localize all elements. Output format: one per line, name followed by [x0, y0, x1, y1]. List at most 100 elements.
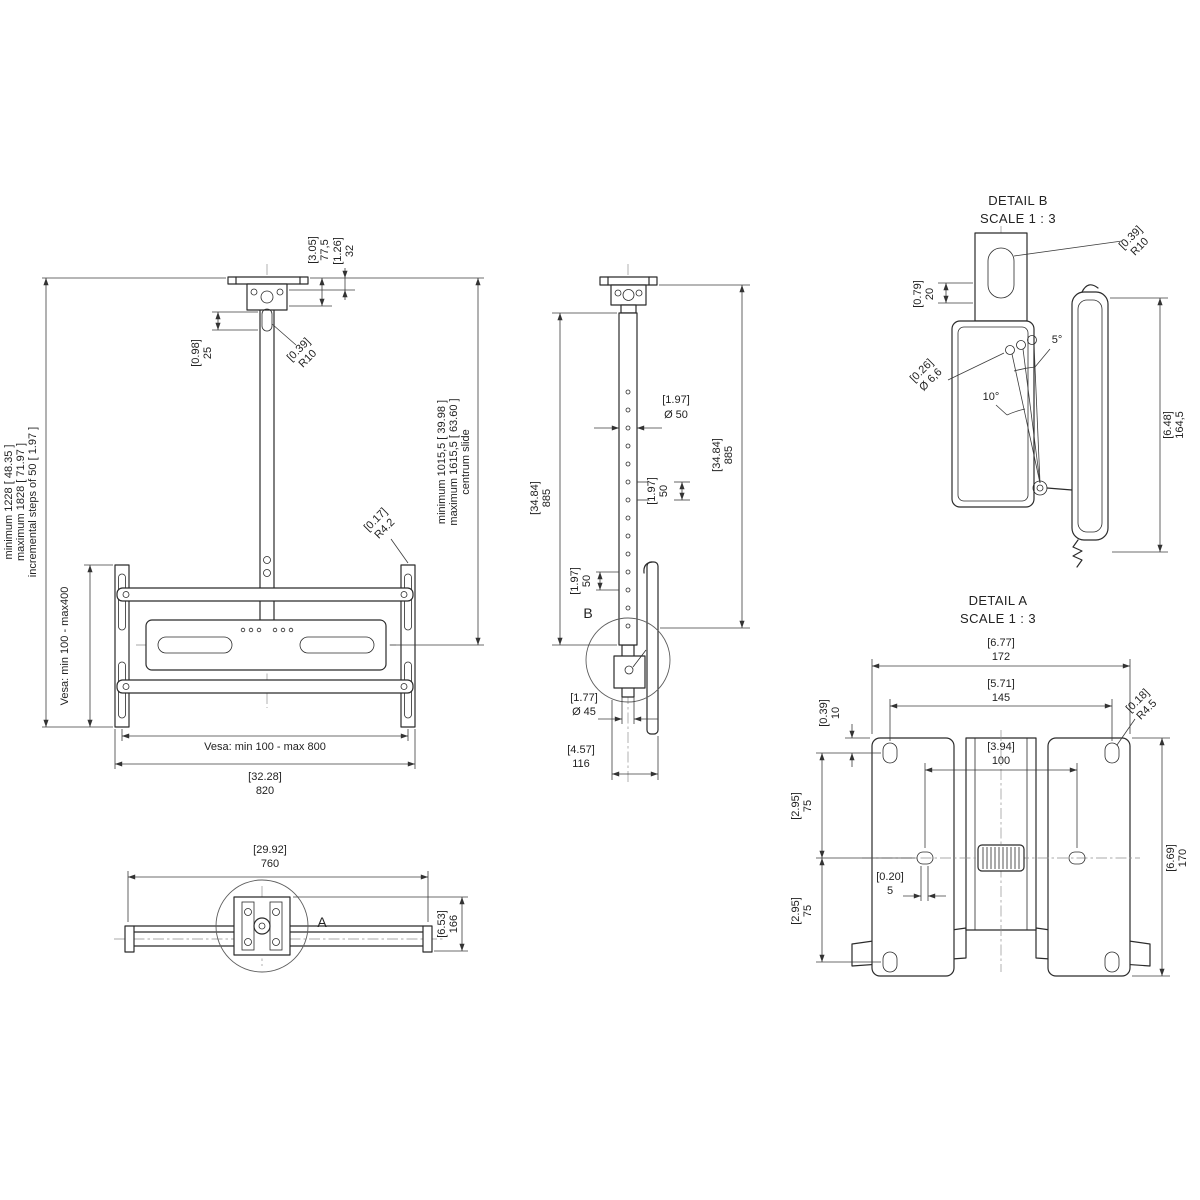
- adapter-plate-left: [871, 737, 955, 977]
- detail-a-callout-circle: [215, 879, 309, 973]
- rail-end-left: [124, 925, 135, 953]
- detail-a-5-mm: 5: [887, 885, 893, 897]
- dim-885-right-inch: [34.84]: [711, 438, 723, 472]
- note-centrum-slide: centrum slide: [460, 429, 472, 494]
- note-steps: incremental steps of 50 [ 1.97 ]: [27, 427, 39, 577]
- detail-b-title: DETAIL B: [988, 193, 1048, 208]
- dim-166-mm: 166: [448, 915, 460, 933]
- ceiling-coupler: [246, 283, 288, 311]
- dim-885-left-mm: 885: [541, 489, 553, 507]
- detail-b-1645-inch: [6.48]: [1162, 411, 1174, 439]
- detail-b-callout-circle: [585, 617, 671, 703]
- detail-a-scale: SCALE 1 : 3: [960, 611, 1036, 626]
- dim-d50-mm: Ø 50: [664, 409, 688, 421]
- slot-top-left: [882, 742, 898, 764]
- detail-b-slot: [987, 247, 1015, 299]
- rail-end-right: [422, 925, 433, 953]
- dim-820-mm: 820: [256, 785, 274, 797]
- detail-a-172-mm: 172: [992, 651, 1010, 663]
- dim-pitch-lower-inch: [1.97]: [569, 567, 581, 595]
- detail-a-5-inch: [0.20]: [876, 871, 904, 883]
- top-view: [114, 879, 444, 973]
- detail-a-145-inch: [5.71]: [987, 678, 1015, 690]
- detail-b-angle-10: 10°: [983, 391, 1000, 403]
- detail-a-marker: A: [317, 914, 327, 930]
- dim-drop-mm: 77,5: [319, 239, 331, 260]
- dim-offset-inch: [0.98]: [190, 339, 202, 367]
- detail-a-75-lower-inch: [2.95]: [790, 897, 802, 925]
- dim-pitch-upper-mm: 50: [658, 485, 670, 497]
- dim-166-inch: [6.53]: [436, 910, 448, 938]
- detail-b-tv-plate: [1071, 291, 1109, 541]
- detail-a-75-upper-mm: 75: [802, 800, 814, 812]
- dim-coupler-mm: 32: [344, 245, 356, 257]
- top-view-dimensions: [29.92] 760 A [6.53] 166: [127, 844, 468, 952]
- safety-spring: [1072, 539, 1083, 568]
- ceiling-plate: [227, 276, 309, 285]
- dim-coupler-inch: [1.26]: [332, 237, 344, 265]
- side-view: [585, 264, 671, 785]
- detail-a-170-mm: 170: [1177, 849, 1189, 867]
- tilt-bracket-side: [613, 655, 646, 689]
- slot-mid-right: [1068, 851, 1086, 865]
- detail-b-20-mm: 20: [924, 288, 936, 300]
- pole-tube: [259, 307, 275, 623]
- note-max-slide: maximum 1615,5 [ 63.60 ]: [448, 398, 460, 525]
- outer-tube: [618, 312, 638, 646]
- dim-d45-inch: [1.77]: [570, 692, 598, 704]
- detail-a-100-inch: [3.94]: [987, 741, 1015, 753]
- dim-pitch-upper-inch: [1.97]: [646, 477, 658, 505]
- detail-b-1645-mm: 164,5: [1174, 411, 1186, 439]
- dim-116-mm: 116: [572, 758, 590, 770]
- detail-a-100-mm: 100: [992, 755, 1010, 767]
- detail-b-housing: [951, 320, 1035, 508]
- detail-b-20-inch: [0.79]: [912, 280, 924, 308]
- detail-a-dimensions: [6.77] 172 [5.71] 145 [0.39] 10 [0.18] R…: [790, 637, 1189, 977]
- tilt-pivot: [1032, 480, 1048, 496]
- side-view-dimensions: [1.97] Ø 50 [34.84] 885 [34.84] 885 [1.9…: [529, 284, 750, 780]
- detail-b-dimensions: [0.39] R10 [0.79] 20 [0.26] Ø 6,6 5° 10°…: [908, 224, 1186, 553]
- slot-bottom-right: [1104, 951, 1120, 973]
- center-slide-plate: [145, 619, 387, 671]
- plate-hole-dots: [240, 627, 294, 633]
- dim-d45-mm: Ø 45: [572, 706, 596, 718]
- plate-hook: [1081, 284, 1099, 293]
- note-min-height: minimum 1228 [ 48.35 ]: [3, 445, 15, 560]
- note-max-height: maximum 1828 [ 71.97 ]: [15, 443, 27, 561]
- detail-b-marker: B: [583, 605, 592, 621]
- adapter-plate-right: [1047, 737, 1131, 977]
- tube-adjustment-holes: [625, 389, 631, 629]
- dim-116-inch: [4.57]: [567, 744, 595, 756]
- dim-offset-mm: 25: [202, 347, 214, 359]
- detail-a-10-inch: [0.39]: [818, 699, 830, 727]
- detail-a-172-inch: [6.77]: [987, 637, 1015, 649]
- slot-bottom-left: [882, 951, 898, 973]
- vesa-vertical-label: Vesa: min 100 - max400: [59, 587, 71, 706]
- dim-885-left-inch: [34.84]: [529, 481, 541, 515]
- dim-pitch-lower-mm: 50: [581, 575, 593, 587]
- detail-b-view: DETAIL B SCALE 1 : 3: [951, 193, 1109, 568]
- vesa-horizontal-label: Vesa: min 100 - max 800: [204, 741, 326, 753]
- detail-b-angle-5: 5°: [1052, 334, 1063, 346]
- detail-b-scale: SCALE 1 : 3: [980, 211, 1056, 226]
- detail-a-10-mm: 10: [830, 707, 842, 719]
- slot-top-right: [1104, 742, 1120, 764]
- note-min-slide: minimum 1015,5 [ 39.98 ]: [436, 400, 448, 524]
- dim-885-right-mm: 885: [723, 446, 735, 464]
- detail-b-tube: [974, 232, 1028, 322]
- front-view: [114, 264, 416, 728]
- knurled-knob: [977, 844, 1025, 872]
- r10-slot: [261, 308, 273, 332]
- detail-a-145-mm: 145: [992, 692, 1010, 704]
- dim-760-inch: [29.92]: [253, 844, 287, 856]
- dim-drop-inch: [3.05]: [307, 236, 319, 264]
- dim-820-inch: [32.28]: [248, 771, 282, 783]
- crossbar-top: [116, 587, 414, 602]
- tv-plate-side: [646, 561, 659, 735]
- detail-a-170-inch: [6.69]: [1165, 844, 1177, 872]
- slot-mid-left: [916, 851, 934, 865]
- dim-d50-inch: [1.97]: [662, 394, 690, 406]
- dim-760-mm: 760: [261, 858, 279, 870]
